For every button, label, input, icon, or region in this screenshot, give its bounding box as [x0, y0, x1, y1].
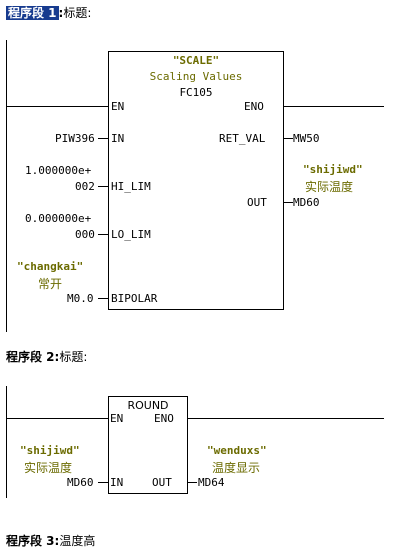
ret-val-wire	[283, 138, 293, 139]
scale-out-symbol: "shijiwd"	[303, 163, 363, 176]
eno-wire-2	[187, 418, 384, 419]
scale-en-pin[interactable]: EN	[111, 100, 125, 113]
round-out-symbol: "wenduxs"	[207, 444, 267, 457]
segment-3-heading: 程序段 3	[6, 534, 55, 548]
segment-2-heading: 程序段 2	[6, 350, 55, 364]
bipolar-wire	[98, 298, 108, 299]
in-wire-1	[98, 138, 108, 139]
scale-block-name: Scaling Values	[149, 70, 243, 83]
round-out-wire	[187, 482, 197, 483]
round-eno-pin[interactable]: ENO	[154, 412, 174, 425]
segment-3-header[interactable]: 程序段 3:温度高	[6, 532, 95, 549]
round-out-pin[interactable]: OUT	[152, 476, 172, 489]
scale-out-value[interactable]: MD60	[293, 196, 320, 209]
scale-eno-pin[interactable]: ENO	[244, 100, 264, 113]
power-rail-1	[6, 40, 7, 332]
segment-1-colon: :	[58, 6, 64, 20]
scale-hi-lim-value-line1[interactable]: 1.000000e+	[25, 164, 92, 177]
round-in-value[interactable]: MD60	[67, 476, 94, 489]
scale-lo-lim-value-line2[interactable]: 000	[75, 228, 95, 241]
segment-3-title: 温度高	[59, 534, 96, 548]
round-out-comment: 温度显示	[212, 461, 261, 475]
round-in-comment: 实际温度	[24, 461, 73, 475]
round-in-symbol: "shijiwd"	[20, 444, 80, 457]
scale-lo-lim-value-line1[interactable]: 0.000000e+	[25, 212, 92, 225]
scale-lo-lim-pin[interactable]: LO_LIM	[111, 228, 151, 241]
scale-in-value[interactable]: PIW396	[55, 132, 95, 145]
eno-wire-1	[283, 106, 384, 107]
en-wire-2	[7, 418, 108, 419]
scale-block-number: FC105	[179, 86, 213, 99]
round-function-block[interactable]	[108, 396, 188, 494]
round-en-pin[interactable]: EN	[110, 412, 124, 425]
segment-2-title: 标题:	[59, 350, 88, 364]
scale-hi-lim-pin[interactable]: HI_LIM	[111, 180, 151, 193]
segment-2-header[interactable]: 程序段 2:标题:	[6, 348, 87, 365]
scale-out-comment: 实际温度	[305, 180, 354, 194]
scale-out-pin[interactable]: OUT	[247, 196, 267, 209]
scale-ret-val-pin[interactable]: RET_VAL	[219, 132, 266, 145]
segment-1-header[interactable]: 程序段 1:标题:	[6, 4, 91, 21]
scale-ret-val-value[interactable]: MW50	[293, 132, 320, 145]
scale-bipolar-pin[interactable]: BIPOLAR	[111, 292, 158, 305]
segment-2-colon: :	[54, 350, 60, 364]
round-in-pin[interactable]: IN	[110, 476, 124, 489]
round-out-value[interactable]: MD64	[198, 476, 225, 489]
hi-lim-wire	[98, 186, 108, 187]
scale-block-symbol: "SCALE"	[172, 54, 220, 67]
scale-bipolar-symbol: "changkai"	[17, 260, 84, 273]
round-in-wire	[98, 482, 108, 483]
scale-hi-lim-value-line2[interactable]: 002	[75, 180, 95, 193]
segment-3-colon: :	[54, 534, 60, 548]
scale-function-block[interactable]	[108, 51, 284, 310]
scale-bipolar-value[interactable]: M0.0	[67, 292, 94, 305]
en-wire-1	[7, 106, 108, 107]
out-wire-1	[283, 202, 293, 203]
scale-bipolar-comment: 常开	[38, 277, 63, 291]
segment-1-title: 标题:	[63, 6, 92, 20]
lo-lim-wire	[98, 234, 108, 235]
power-rail-2	[6, 386, 7, 498]
scale-in-pin[interactable]: IN	[111, 132, 125, 145]
segment-1-heading: 程序段 1	[6, 6, 59, 20]
round-block-name: ROUND	[127, 399, 169, 412]
